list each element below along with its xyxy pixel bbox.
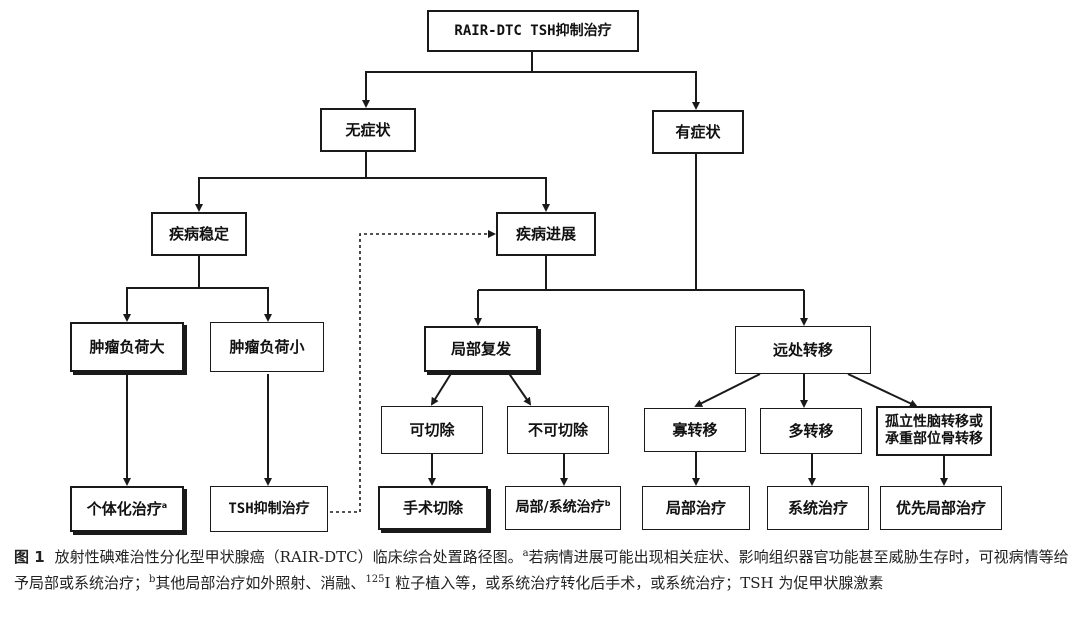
- footnote-mark-b: b: [604, 499, 611, 509]
- local-therapy-label: 局部治疗: [665, 499, 726, 517]
- small-burden-label: 肿瘤负荷小: [229, 338, 305, 356]
- individualized-label: 个体化治疗: [86, 500, 162, 518]
- tsh-suppression-node: TSH抑制治疗: [210, 486, 328, 532]
- tsh-suppression-label: TSH抑制治疗: [228, 500, 310, 517]
- connector-distant-brain: [847, 373, 918, 408]
- caption-part2: 若病情进展可能出现相关症状、影响组织器官功能甚至威胁生存时，可视病情等给予局部或…: [14, 548, 1069, 592]
- surgery-label: 手术切除: [402, 499, 463, 517]
- connector-local-resect: [430, 371, 453, 406]
- caption-part3: 其他局部治疗如外照射、消融、: [155, 574, 366, 592]
- figure-caption: 图 1 放射性碘难治性分化型甲状腺癌（RAIR-DTC）临床综合处置路径图。a若病…: [14, 544, 1070, 596]
- multi-node: 多转移: [760, 408, 862, 454]
- connector-stable-large: [123, 256, 200, 322]
- local-recurrence-node: 局部复发: [424, 326, 538, 372]
- caption-isotope: 125: [365, 574, 385, 585]
- individualized-text: 个体化治疗a: [87, 500, 167, 518]
- connector-asym-stable: [195, 152, 367, 212]
- connector-stable-small: [199, 287, 272, 322]
- connector-dotted-tsh-progress: [330, 230, 496, 513]
- systemic-therapy-label: 系统治疗: [787, 499, 848, 517]
- progression-node: 疾病进展: [496, 212, 596, 256]
- connector-root-symptomatic: [532, 71, 700, 110]
- local-recurrence-label: 局部复发: [450, 340, 511, 358]
- asymptomatic-label: 无症状: [345, 121, 391, 139]
- caption-mark-b: b: [149, 574, 156, 585]
- distant-metastasis-label: 远处转移: [772, 341, 833, 359]
- symptomatic-label: 有症状: [675, 123, 721, 141]
- oligo-label: 寡转移: [672, 421, 718, 439]
- symptomatic-node: 有症状: [652, 110, 744, 154]
- distant-metastasis-node: 远处转移: [735, 326, 871, 374]
- systemic-therapy-node: 系统治疗: [767, 486, 869, 530]
- figure-label: 图 1: [14, 548, 45, 566]
- brain-bone-label: 孤立性脑转移或 承重部位骨转移: [885, 414, 983, 447]
- local-systemic-node: 局部/系统治疗b: [505, 486, 621, 530]
- local-systemic-label: 局部/系统治疗: [515, 499, 605, 516]
- surgery-node: 手术切除: [378, 486, 488, 530]
- small-burden-node: 肿瘤负荷小: [210, 322, 324, 372]
- priority-local-label: 优先局部治疗: [895, 499, 986, 517]
- brain-bone-node: 孤立性脑转移或 承重部位骨转移: [876, 406, 992, 456]
- stable-node: 疾病稳定: [151, 212, 247, 256]
- progression-label: 疾病进展: [515, 225, 576, 243]
- unresectable-label: 不可切除: [527, 421, 588, 439]
- connector-root-split: [362, 52, 533, 108]
- resectable-label: 可切除: [409, 421, 455, 439]
- connector-distant-oligo: [694, 373, 761, 407]
- caption-mark-a: a: [522, 548, 529, 559]
- local-systemic-text: 局部/系统治疗b: [516, 499, 611, 516]
- caption-part1: 放射性碘难治性分化型甲状腺癌（RAIR-DTC）临床综合处置路径图。: [54, 548, 523, 566]
- resectable-node: 可切除: [381, 406, 483, 454]
- large-burden-node: 肿瘤负荷大: [70, 322, 184, 372]
- root-label: RAIR-DTC TSH抑制治疗: [454, 22, 612, 39]
- caption-part4: I 粒子植入等，或系统治疗转化后手术，或系统治疗；TSH 为促甲状腺激素: [384, 574, 884, 592]
- large-burden-label: 肿瘤负荷大: [89, 338, 165, 356]
- root-node: RAIR-DTC TSH抑制治疗: [427, 10, 639, 52]
- connector-local-unresect: [507, 371, 532, 406]
- multi-label: 多转移: [788, 422, 834, 440]
- asymptomatic-node: 无症状: [320, 108, 416, 152]
- oligo-node: 寡转移: [644, 408, 746, 452]
- flowchart-connectors: [123, 52, 948, 513]
- individualized-node: 个体化治疗a: [70, 486, 184, 532]
- unresectable-node: 不可切除: [507, 406, 609, 454]
- connector-asym-progress: [366, 177, 550, 212]
- stable-label: 疾病稳定: [168, 225, 229, 243]
- footnote-mark-a: a: [161, 501, 168, 510]
- priority-local-node: 优先局部治疗: [880, 486, 1002, 530]
- local-therapy-node: 局部治疗: [642, 486, 750, 530]
